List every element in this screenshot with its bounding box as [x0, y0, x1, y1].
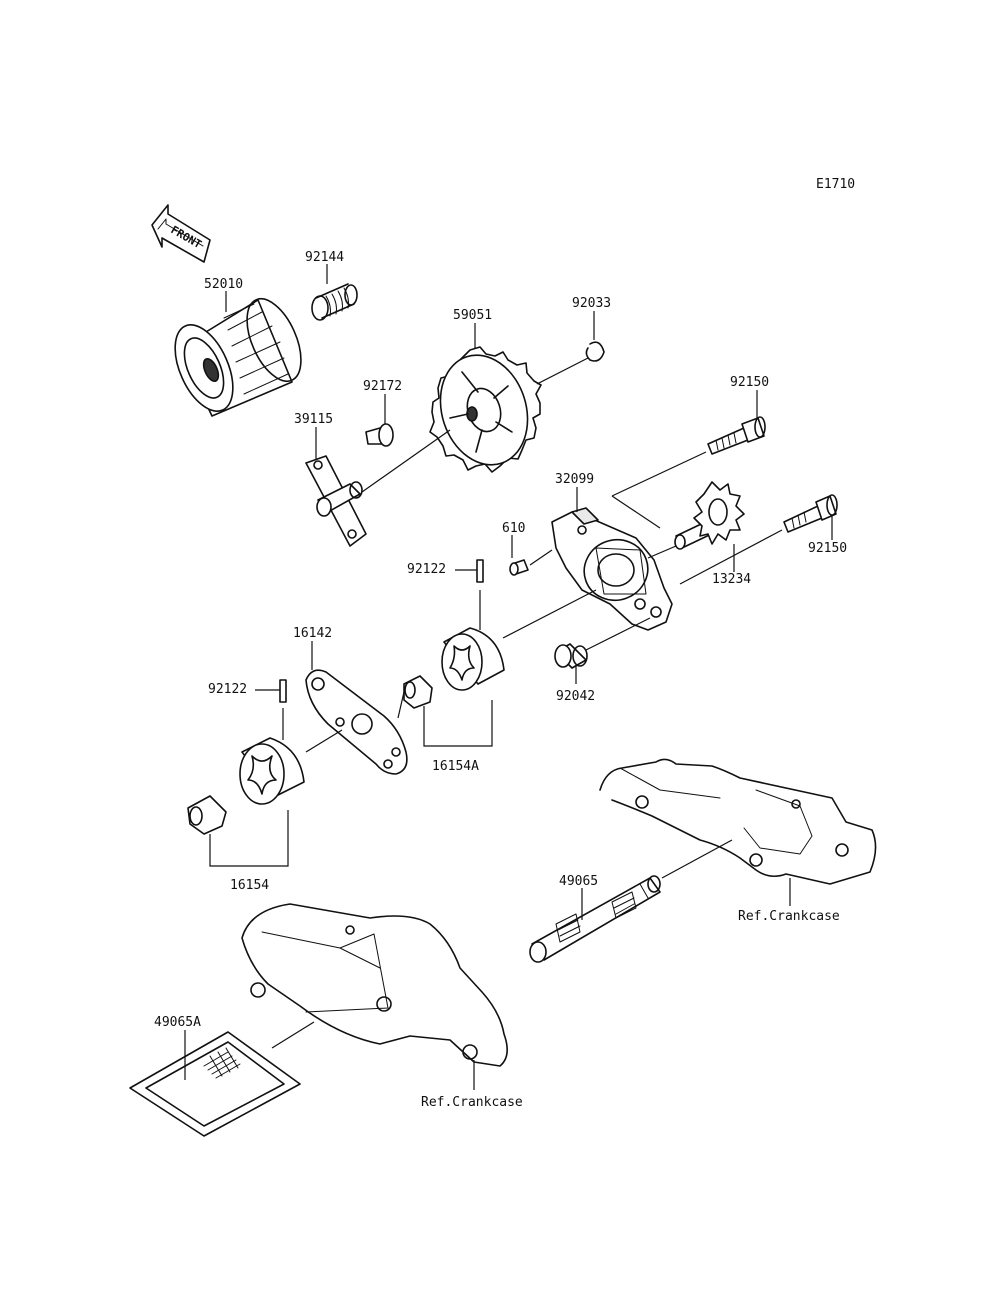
- collar: [554, 643, 588, 669]
- label-52010: 52010: [204, 277, 243, 292]
- label-92144: 92144: [305, 250, 344, 265]
- label-39115: 39115: [294, 412, 333, 427]
- label-92042: 92042: [556, 689, 595, 704]
- label-16142: 16142: [293, 626, 332, 641]
- label-13234: 13234: [712, 572, 751, 587]
- label-59051: 59051: [453, 308, 492, 323]
- pump-shaft-gear: [674, 481, 745, 550]
- sprocket-shaft-plate: [305, 455, 367, 547]
- crankcase-reference-left: [241, 903, 508, 1067]
- dowel-pin: [509, 559, 529, 576]
- ref-crankcase-left: Ref.Crankcase: [421, 1095, 523, 1110]
- label-16154a: 16154A: [432, 759, 479, 774]
- label-16154: 16154: [230, 878, 269, 893]
- label-92150-upper: 92150: [730, 375, 769, 390]
- oil-pump-body: [551, 507, 673, 631]
- circlip: [585, 341, 605, 362]
- label-610: 610: [502, 521, 525, 536]
- label-92122-lower: 92122: [208, 682, 247, 697]
- crankcase-reference-right: [599, 758, 877, 885]
- strainer-pipe: [529, 875, 661, 963]
- sprocket: [429, 346, 542, 473]
- oil-filter: [174, 298, 302, 417]
- inner-rotor-16154a: [403, 675, 433, 709]
- label-92150-lower: 92150: [808, 541, 847, 556]
- inner-rotor-16154: [187, 795, 227, 835]
- label-92122-upper: 92122: [407, 562, 446, 577]
- outer-rotor-16154: [239, 737, 305, 805]
- bolt-92172: [365, 423, 394, 447]
- label-49065: 49065: [559, 874, 598, 889]
- label-92033: 92033: [572, 296, 611, 311]
- pump-cover-plate: [305, 669, 408, 775]
- label-32099: 32099: [555, 472, 594, 487]
- label-92172: 92172: [363, 379, 402, 394]
- front-label: FRONT: [169, 223, 205, 251]
- outer-rotor-16154a: [441, 627, 505, 691]
- bolt-92150-upper: [707, 416, 766, 455]
- oil-screen: [129, 1031, 301, 1137]
- pin-92122-lower: [279, 679, 287, 703]
- spring: [311, 283, 358, 321]
- bolt-92150-lower: [783, 494, 838, 533]
- diagram-code: E1710: [816, 177, 855, 192]
- label-49065a: 49065A: [154, 1015, 201, 1030]
- ref-crankcase-right: Ref.Crankcase: [738, 909, 840, 924]
- front-arrow-icon: FRONT: [151, 204, 211, 263]
- pin-92122-upper: [476, 559, 484, 583]
